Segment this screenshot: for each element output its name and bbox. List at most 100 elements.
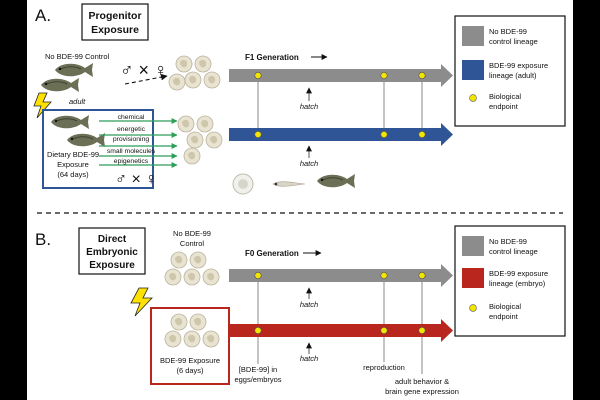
legend-b-endpoint-line1: Biological (489, 302, 521, 311)
panel-b-control-line1: No BDE-99 (173, 229, 211, 238)
dietary-exposure-line3: (64 days) (57, 170, 89, 179)
figure-panel: A. Progenitor Exposure No BDE-99 Control… (27, 0, 573, 400)
legend-a-endpoint-line2: endpoint (489, 102, 519, 111)
larva-icon (272, 181, 306, 187)
legend-b-control-line2: control lineage (489, 247, 538, 256)
egg-icon (175, 55, 193, 73)
legend-b-exposure-line2: lineage (embryo) (489, 279, 546, 288)
egg-icon (189, 251, 207, 269)
panel-a-adult-label: adult (69, 97, 86, 106)
control-lineage-bar-a (229, 69, 441, 82)
legend-endpoint-dot-a (469, 94, 477, 102)
embryo-exposure-line1: BDE-99 Exposure (160, 356, 220, 365)
arrow-label-epigenetics: epigenetics (114, 158, 149, 165)
arrow-label-chemical: chemical (118, 114, 145, 121)
arrow-label-small-molecules: small molecules (107, 148, 156, 155)
legend-swatch-exposure-a (462, 60, 484, 80)
panel-b-title-box (78, 227, 146, 275)
endpoint-dot (254, 131, 262, 139)
egg-icon (164, 268, 182, 286)
embryo-exposure-box (150, 307, 230, 385)
exposure-lineage-bar-a (229, 128, 441, 141)
panel-b-title-line2: Embryonic (86, 247, 138, 258)
endpoint-dot (418, 271, 426, 279)
egg-icon (177, 115, 195, 133)
panel-b-letter: B. (35, 230, 51, 249)
exposed-eggs (177, 115, 223, 165)
cross-symbol-exposure: ♂ × ♀ (115, 171, 157, 188)
fish-icon (50, 114, 90, 130)
endpoint-dot (254, 326, 262, 334)
legend-b-control-line1: No BDE-99 (489, 237, 527, 246)
egg-icon (203, 71, 221, 89)
egg-icon (184, 71, 202, 89)
f0-generation-label: F0 Generation (245, 249, 299, 258)
endpoints-a (254, 72, 426, 139)
endpoint-eggs-line1: [BDE-99] in (239, 365, 277, 374)
panel-a-title-box (81, 3, 149, 41)
dietary-exposure-box (42, 109, 154, 189)
endpoint-dot (380, 72, 388, 80)
panel-b-title-line3: Exposure (89, 260, 135, 271)
egg-icon (164, 330, 182, 348)
legend-a-exposure-line2: lineage (adult) (489, 71, 537, 80)
f1-generation-label: F1 Generation (245, 53, 299, 62)
egg-icon (205, 131, 223, 149)
egg-icon (202, 330, 220, 348)
panel-a-title-line2: Exposure (91, 24, 139, 36)
fish-icon (40, 77, 80, 93)
diagram-svg: A. Progenitor Exposure No BDE-99 Control… (33, 3, 566, 396)
hatch-label-a2: hatch (300, 159, 318, 168)
endpoint-dot (380, 326, 388, 334)
endpoint-dot (418, 131, 426, 139)
egg-icon (183, 268, 201, 286)
endpoints-b (254, 271, 426, 334)
egg-icon (196, 115, 214, 133)
arrow-label-provisioning: provisioning (113, 136, 149, 143)
control-lineage-arrowhead-a (441, 64, 453, 87)
embryo-exposure-line2: (6 days) (176, 366, 204, 375)
control-eggs-b (164, 251, 220, 286)
egg-icon (189, 313, 207, 331)
egg-icon (232, 173, 254, 195)
endpoint-dot (418, 72, 426, 80)
exposure-lineage-arrowhead-b (441, 319, 453, 342)
legend-b-exposure-line1: BDE-99 exposure (489, 269, 548, 278)
exposure-lineage-arrowhead-a (441, 123, 453, 146)
legend-a-endpoint-line1: Biological (489, 92, 521, 101)
egg-icon (186, 131, 204, 149)
panel-b-control-line2: Control (180, 239, 205, 248)
lightning-bolt-icon (130, 287, 153, 317)
endpoint-dot (418, 326, 426, 334)
hatch-label-b2: hatch (300, 354, 318, 363)
cross-symbol: ♂ × ♀ (120, 60, 168, 80)
endpoint-dot (254, 271, 262, 279)
hatch-label-b1: hatch (300, 300, 318, 309)
life-stage-icons (232, 173, 356, 195)
panel-a-letter: A. (35, 6, 51, 25)
fish-icon (54, 62, 94, 78)
dietary-exposure-line2: Exposure (57, 160, 89, 169)
transfer-arrows (99, 118, 178, 168)
control-eggs (168, 55, 221, 91)
egg-icon (183, 330, 201, 348)
legend-endpoint-dot-b (469, 304, 477, 312)
legend-b-endpoint-line2: endpoint (489, 312, 519, 321)
endpoint-dot (380, 271, 388, 279)
control-cross-arrow (124, 73, 168, 85)
egg-icon (168, 73, 186, 91)
dietary-exposure-line1: Dietary BDE-99 (47, 150, 99, 159)
egg-icon (194, 55, 212, 73)
hatch-label-a1: hatch (300, 102, 318, 111)
panel-a-control-label: No BDE-99 Control (45, 52, 110, 61)
egg-icon (170, 313, 188, 331)
endpoint-eggs-line2: eggs/embryos (234, 375, 281, 384)
egg-icon (183, 147, 201, 165)
legend-swatch-exposure-b (462, 268, 484, 288)
fish-icon (316, 173, 356, 189)
legend-a-control-line1: No BDE-99 (489, 27, 527, 36)
legend-a-exposure-line1: BDE-99 exposure (489, 61, 548, 70)
panel-b-title-line1: Direct (98, 234, 127, 245)
exposure-lineage-bar-b (229, 324, 441, 337)
endpoint-dot (254, 72, 262, 80)
